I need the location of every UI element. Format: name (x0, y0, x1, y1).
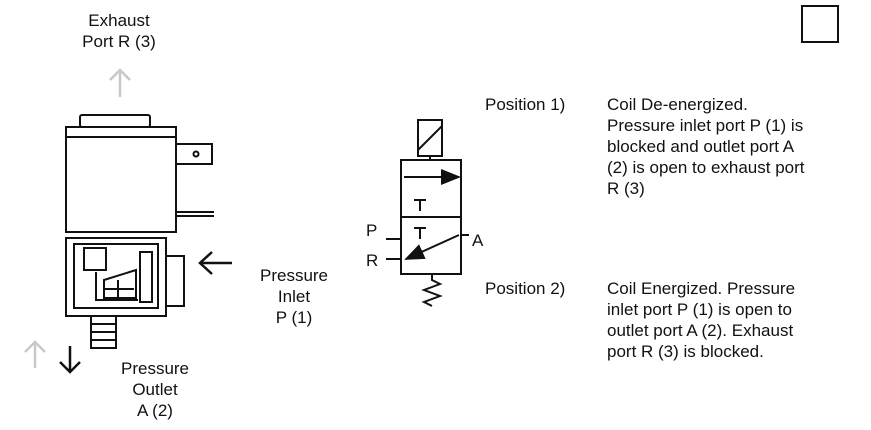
inlet-label-line3: P (1) (275, 308, 313, 327)
position-1-line: Coil De-energized. (607, 95, 748, 114)
inlet-label-line2: Inlet (277, 287, 311, 306)
checkbox[interactable] (801, 5, 839, 43)
position-1-line: Pressure inlet port P (1) is (607, 116, 804, 135)
outlet-label-line1: Pressure (120, 359, 190, 378)
symbol-r-label: R (366, 251, 379, 270)
position-2-description: Coil Energized. Pressure inlet port P (1… (607, 278, 837, 362)
position-2-line: inlet port P (1) is open to (607, 300, 792, 319)
pressure-outlet-label: Pressure Outlet A (2) (95, 358, 215, 421)
exhaust-label-line2: Port R (3) (82, 32, 156, 51)
valve-symbol-icon (386, 119, 469, 307)
inlet-arrow-icon (198, 251, 232, 275)
position-2-title: Position 2) (485, 279, 566, 298)
position-2-line: port R (3) is blocked. (607, 342, 764, 361)
position-1-line: R (3) (607, 179, 645, 198)
position-1-description: Coil De-energized. Pressure inlet port P… (607, 94, 837, 199)
position-1-line: (2) is open to exhaust port (607, 158, 805, 177)
exhaust-label-line1: Exhaust (88, 11, 150, 30)
position-1-title: Position 1) (485, 95, 566, 114)
outlet-label-line2: Outlet (132, 380, 178, 399)
position-2-line: outlet port A (2). Exhaust (607, 321, 794, 340)
position-2-line: Coil Energized. Pressure (607, 279, 796, 298)
exhaust-arrow-icon (109, 68, 131, 97)
outlet-arrow-icon (59, 346, 81, 374)
exhaust-port-label: Exhaust Port R (3) (52, 10, 186, 52)
position-1-line: blocked and outlet port A (607, 137, 795, 156)
symbol-a-label: A (472, 231, 484, 250)
outlet-label-line3: A (2) (137, 401, 173, 420)
pressure-inlet-label: Pressure Inlet P (1) (234, 265, 354, 328)
solenoid-valve-icon (65, 114, 214, 349)
symbol-p-label: P (366, 221, 378, 240)
inlet-label-line1: Pressure (259, 266, 329, 285)
faded-up-arrow-icon (24, 340, 46, 368)
